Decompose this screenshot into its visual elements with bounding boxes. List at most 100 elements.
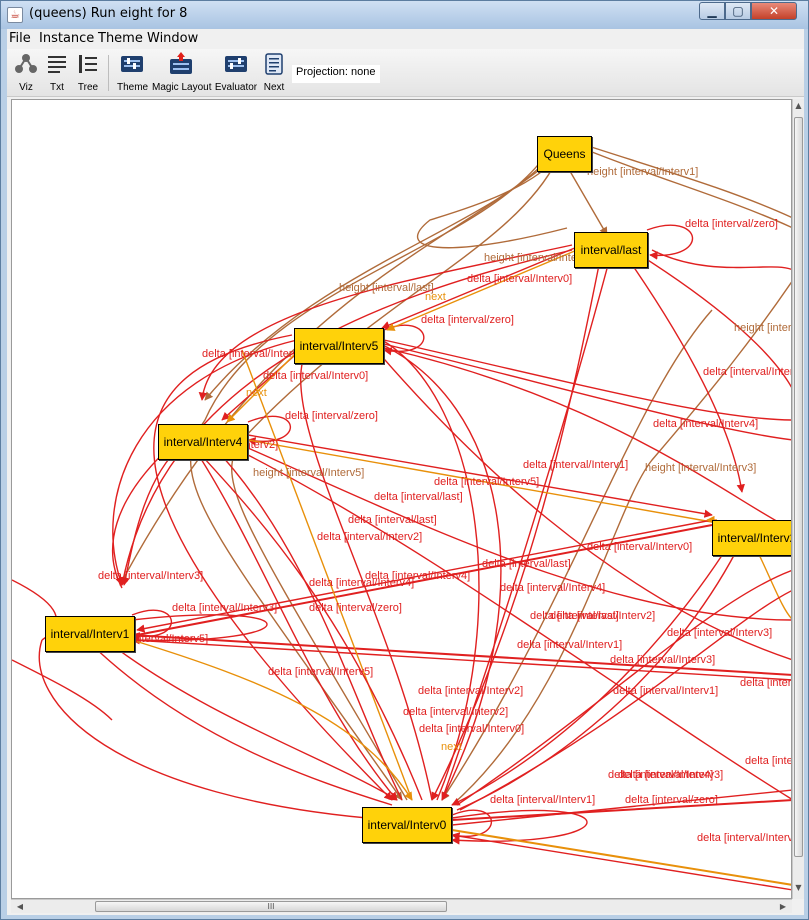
edge-label: delta [interval/Interv1]	[202, 348, 307, 360]
edge-label: delta [interval/Interv1]	[523, 459, 628, 471]
edge-label: delta [interval/last]	[482, 558, 571, 570]
evaluator-label: Evaluator	[214, 82, 258, 93]
edge-label: next	[246, 387, 267, 399]
next-label: Next	[263, 82, 285, 93]
evaluator-icon	[225, 56, 247, 72]
java-icon: ☕	[7, 7, 23, 23]
edge-label: delta [interval/Interv2]	[418, 685, 523, 697]
edge-label: delta [interval/Interv3]	[172, 602, 277, 614]
menu-window[interactable]: Window	[147, 31, 199, 46]
edge-label: height [interval/Interv1]	[734, 322, 792, 334]
minimize-button[interactable]: ▁	[699, 2, 725, 20]
node-interval-interv4[interactable]: interval/Interv4	[158, 424, 248, 460]
edge-label: delta [interval/Interv3]	[618, 769, 723, 781]
edge-label: delta [interval/Interv3]	[697, 832, 792, 844]
edge-label: next	[425, 291, 446, 303]
menu-theme[interactable]: Theme	[98, 31, 143, 46]
edge-label: delta [interval/Interv1]	[517, 639, 622, 651]
evaluator-button[interactable]: Evaluator	[214, 52, 258, 93]
edge-label: delta [interval/Interv1]	[740, 677, 792, 689]
scroll-right-arrow[interactable]: ▶	[779, 902, 787, 911]
node-interval-interv5[interactable]: interval/Interv5	[294, 328, 384, 364]
edge-label: delta [interval/Interv1]	[613, 685, 718, 697]
tree-icon	[79, 55, 97, 73]
next-button[interactable]: Next	[261, 52, 287, 93]
edge-label: delta [interval/Interv3]	[667, 627, 772, 639]
window-title: (queens) Run eight for 8	[29, 6, 188, 21]
edge-label: delta [interval/zero]	[421, 314, 514, 326]
toolbar: Viz Txt Tree	[7, 49, 804, 97]
edge-label: delta [interval/Interv0]	[587, 541, 692, 553]
edge-label: delta [interval/Interv0]	[419, 723, 524, 735]
toolbar-separator	[108, 55, 109, 91]
vertical-scrollbar[interactable]: ▲ ▼	[792, 99, 804, 899]
menu-bar: File Instance Theme Window	[7, 29, 804, 49]
edge-label: next	[441, 741, 462, 753]
edge-label: delta [interval/last]	[374, 491, 463, 503]
edge-label: delta [interval/Interv3]	[703, 366, 792, 378]
scroll-icon	[265, 53, 283, 75]
node-interval-interv2[interactable]: interval/Interv2	[712, 520, 791, 556]
horizontal-scroll-thumb[interactable]: III	[95, 901, 447, 912]
client-area: File Instance Theme Window Viz Txt	[7, 29, 804, 915]
node-interval-interv1[interactable]: interval/Interv1	[45, 616, 135, 652]
txt-button[interactable]: Txt	[44, 52, 70, 93]
projection-label[interactable]: Projection: none	[292, 65, 380, 83]
edge-label: height [interval/last]	[339, 282, 434, 294]
magic-layout-icon	[170, 52, 192, 74]
tree-label: Tree	[77, 82, 99, 93]
graph-edges: height [interval/Interv1] delta [interval…	[12, 143, 792, 891]
graph-canvas[interactable]: height [interval/Interv1] delta [interval…	[11, 99, 792, 899]
edge-label: height [interval/Interv4]	[484, 252, 595, 264]
node-interval-last[interactable]: interval/last	[574, 232, 648, 268]
edge-label: delta [interval/Interv4]	[745, 755, 792, 767]
edge-label: delta [interval/Interv4]	[653, 418, 758, 430]
viz-icon	[15, 54, 37, 73]
horizontal-scrollbar[interactable]: ◀ III ▶	[11, 899, 792, 913]
magic-layout-label: Magic Layout	[152, 82, 212, 93]
title-bar[interactable]: ☕ (queens) Run eight for 8 ▁ ▢ ✕	[1, 1, 808, 29]
tree-button[interactable]: Tree	[75, 52, 101, 93]
edge-label: delta [interval/Interv5]	[268, 666, 373, 678]
edge-label: delta [interval/Interv4]	[365, 570, 470, 582]
magic-layout-button[interactable]: Magic Layout	[152, 52, 212, 93]
edge-label: height [interval/Interv5]	[253, 467, 364, 479]
edge-label: delta [interval/Interv3]	[98, 570, 203, 582]
edge-label: delta [interval/Interv0]	[467, 273, 572, 285]
scroll-up-arrow[interactable]: ▲	[795, 101, 802, 110]
edge-label: delta [interval/Interv4]	[608, 769, 713, 781]
edge-label: delta [interval/Interv0]	[263, 370, 368, 382]
text-icon	[48, 56, 66, 73]
theme-label: Theme	[117, 82, 149, 93]
menu-instance[interactable]: Instance	[39, 31, 95, 46]
node-interval-interv0[interactable]: interval/Interv0	[362, 807, 452, 843]
viz-label: Viz	[19, 82, 33, 93]
edge-label: delta [interval/last]	[530, 610, 619, 622]
edge-label: delta [interval/Interv4]	[500, 582, 605, 594]
edge-label: delta [interval/last]	[348, 514, 437, 526]
edge-label: delta [interval/zero]	[685, 218, 778, 230]
edge-label: delta [interval/Interv4]	[309, 577, 414, 589]
edge-label: delta [interval/Interv2]	[550, 610, 655, 622]
scroll-down-arrow[interactable]: ▼	[795, 883, 802, 892]
maximize-button[interactable]: ▢	[725, 2, 751, 20]
edge-label: height [interval/Interv1]	[587, 166, 698, 178]
edge-label: delta [interval/zero]	[625, 794, 718, 806]
menu-file[interactable]: File	[9, 31, 31, 46]
edge-label: delta [interval/Interv3]	[610, 654, 715, 666]
scroll-left-arrow[interactable]: ◀	[16, 902, 24, 911]
edge-label: delta [interval/zero]	[285, 410, 378, 422]
close-button[interactable]: ✕	[751, 2, 797, 20]
edge-label: height [interval/Interv3]	[645, 462, 756, 474]
vertical-scroll-thumb[interactable]	[794, 117, 803, 857]
edge-label: delta [interval/Interv1]	[490, 794, 595, 806]
theme-icon	[121, 56, 143, 72]
edge-label: delta [interval/zero]	[309, 602, 402, 614]
txt-label: Txt	[50, 82, 64, 93]
edge-label: delta [interval/Interv5]	[434, 476, 539, 488]
edge-label: delta [interval/Interv2]	[317, 531, 422, 543]
theme-button[interactable]: Theme	[117, 52, 149, 93]
node-queens[interactable]: Queens	[537, 136, 592, 172]
viz-button[interactable]: Viz	[13, 52, 39, 93]
